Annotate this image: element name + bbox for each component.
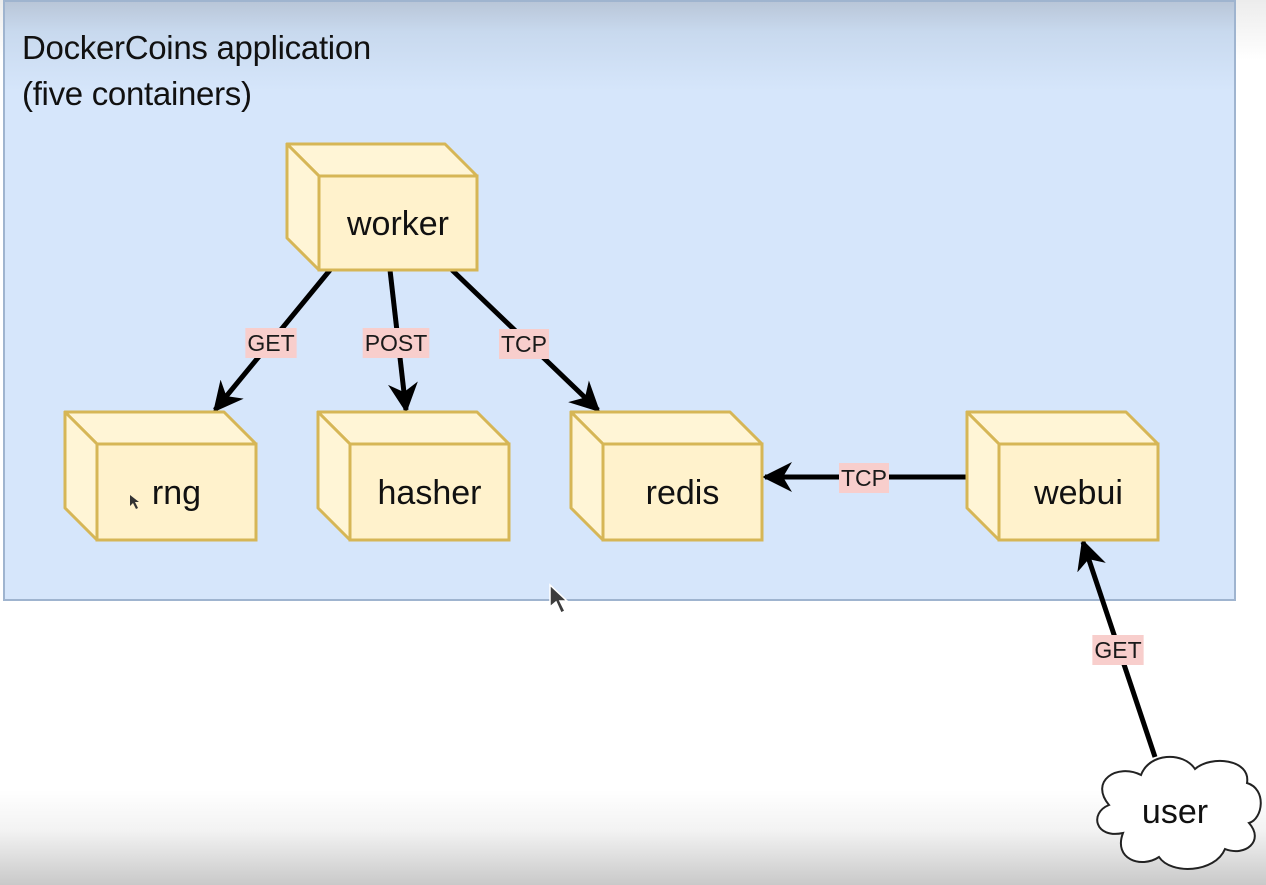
node-hasher: hasher bbox=[316, 410, 511, 542]
node-rng: rng bbox=[63, 410, 258, 542]
edge-label: GET bbox=[1092, 635, 1144, 665]
node-label: rng bbox=[152, 474, 201, 512]
edge-label-text: POST bbox=[365, 330, 428, 356]
node-redis: redis bbox=[569, 410, 764, 542]
node-label: user bbox=[1142, 793, 1208, 831]
node-label: hasher bbox=[378, 474, 482, 512]
edge-label-text: TCP bbox=[501, 331, 547, 357]
edge-label-background bbox=[499, 329, 549, 359]
title-line-1: DockerCoins application bbox=[22, 29, 371, 66]
edge-label-background bbox=[362, 328, 430, 358]
title-line-2: (five containers) bbox=[22, 75, 252, 112]
node-webui: webui bbox=[965, 410, 1160, 542]
container-front-face bbox=[348, 442, 511, 542]
node-label: webui bbox=[1033, 474, 1123, 512]
node-user: user bbox=[1096, 755, 1262, 870]
container-front-face bbox=[317, 174, 479, 272]
node-label: worker bbox=[346, 205, 449, 243]
container-front-face bbox=[997, 442, 1160, 542]
edge-label: TCP bbox=[499, 329, 549, 359]
edge-label-background bbox=[839, 463, 889, 493]
edge-label: POST bbox=[362, 328, 430, 358]
container-front-face bbox=[601, 442, 764, 542]
edge-labels-layer: GET POST TCP TCP GET bbox=[245, 328, 1144, 665]
edge-label-background bbox=[1092, 635, 1144, 665]
cloud-shape bbox=[1096, 755, 1262, 870]
nodes-layer: worker rng hasher redis webui user bbox=[63, 142, 1262, 870]
edge-label-text: TCP bbox=[841, 465, 887, 491]
edge-label: GET bbox=[245, 328, 297, 358]
application-title: DockerCoins application (five containers… bbox=[22, 25, 371, 117]
edge-label-text: GET bbox=[1094, 637, 1141, 663]
node-worker: worker bbox=[285, 142, 479, 272]
edge-label: TCP bbox=[839, 463, 889, 493]
edge-label-background bbox=[245, 328, 297, 358]
small-pointer-icon bbox=[130, 495, 139, 509]
container-front-face bbox=[95, 442, 258, 542]
edge-label-text: GET bbox=[247, 330, 294, 356]
node-label: redis bbox=[646, 474, 720, 512]
mouse-pointer-icon bbox=[549, 583, 569, 615]
